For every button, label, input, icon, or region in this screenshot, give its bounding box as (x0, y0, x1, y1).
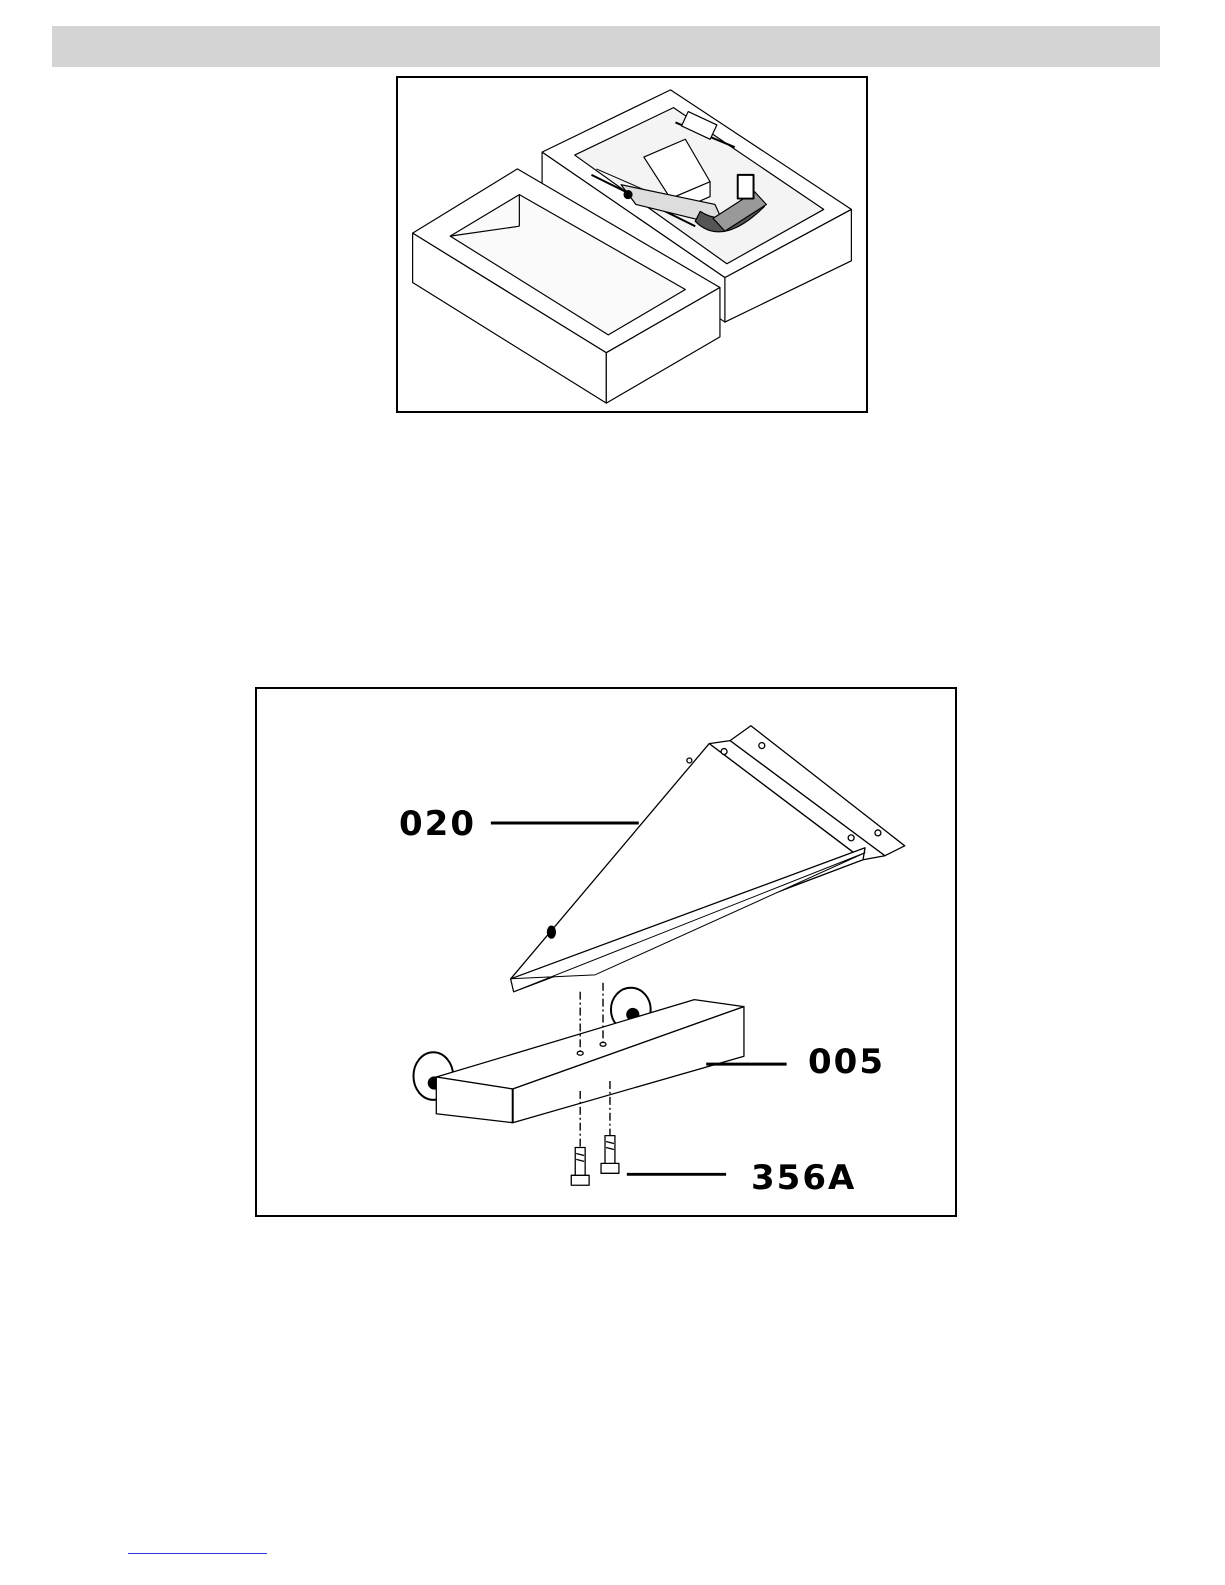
section-header-bar (52, 26, 1160, 67)
assembly-figure: 020 005 356A (255, 687, 957, 1217)
part-label-356a: 356A (751, 1161, 856, 1195)
unpacking-figure (396, 76, 868, 413)
base-assembly-icon (257, 689, 955, 1215)
part-label-020: 020 (399, 807, 476, 841)
part-label-005: 005 (808, 1045, 885, 1079)
footer-link-underline[interactable] (128, 1553, 267, 1554)
open-boxes-icon (398, 78, 866, 411)
part-020-shroud (491, 726, 905, 992)
part-356a-bolts (571, 1136, 726, 1186)
